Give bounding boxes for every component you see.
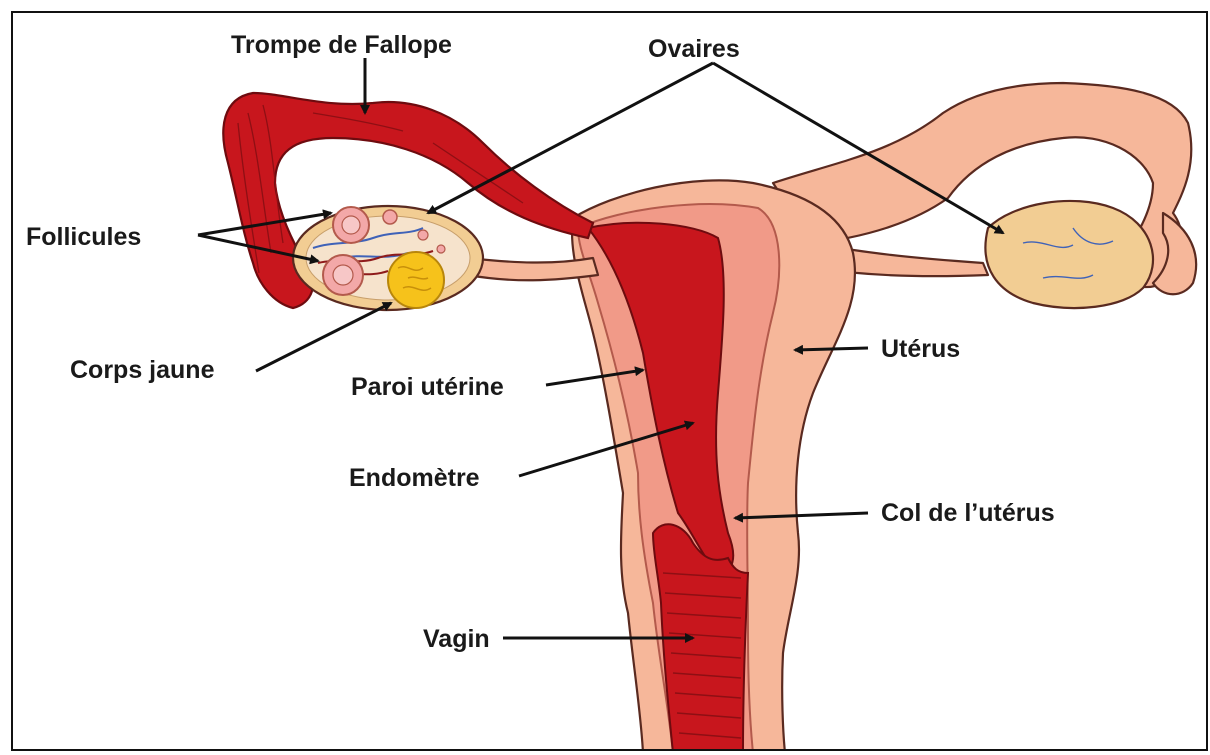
corpus-luteum [388,252,444,308]
diagram-frame: Trompe de Fallope Ovaires Follicules Cor… [11,11,1208,751]
arrow-corps-jaune [256,303,391,371]
arrow-uterus [795,348,868,350]
follicle-large-top-core [342,216,360,234]
label-trompe: Trompe de Fallope [231,31,452,59]
uterus-diagram: Trompe de Fallope Ovaires Follicules Cor… [13,13,1208,751]
label-uterus: Utérus [881,335,960,363]
follicle-small-2 [418,230,428,240]
label-corps-jaune: Corps jaune [70,356,215,384]
label-paroi: Paroi utérine [351,373,504,401]
follicle-small-3 [437,245,445,253]
label-ovaires: Ovaires [648,35,740,63]
follicle-small-1 [383,210,397,224]
left-ovarian-ligament [468,258,598,280]
label-col: Col de l’utérus [881,499,1055,527]
follicle-large-bottom-core [333,265,353,285]
label-follicules: Follicules [26,223,141,251]
right-ovary [985,201,1153,308]
label-vagin: Vagin [423,625,490,653]
label-endometre: Endomètre [349,464,480,492]
